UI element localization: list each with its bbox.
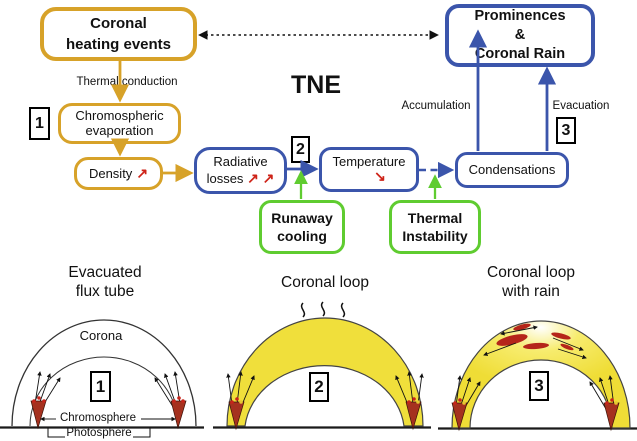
rain-fall-arrows xyxy=(483,325,587,360)
radiative-losses-line2: losses ↗ ↗ xyxy=(206,169,275,186)
accumulation-label: Accumulation xyxy=(401,100,471,112)
thermal-instability-line1: Thermal xyxy=(407,209,463,226)
coronal-loop-rain-title: Coronal loop with rain xyxy=(487,264,575,301)
coronal-loop-title: Coronal loop xyxy=(281,274,369,291)
coronal-loop-illustration xyxy=(226,301,424,431)
illustration-3-badge: 3 xyxy=(529,371,549,401)
coronal-heating-line2: heating events xyxy=(65,36,172,53)
footpoints xyxy=(451,402,620,432)
illustration-2-badge: 2 xyxy=(309,372,329,402)
condensations-box: Condensations xyxy=(455,152,569,188)
trend-up-icon: ↗ ↗ xyxy=(247,169,275,186)
trend-up-icon: ↗ xyxy=(136,165,149,182)
tne-title: TNE xyxy=(291,71,341,99)
prominences-coronal-rain-box: Prominences & Coronal Rain xyxy=(445,4,595,67)
trend-down-icon: ↘ xyxy=(374,167,386,184)
thermal-conduction-label: Thermal conduction xyxy=(76,76,178,88)
evacuation-label: Evacuation xyxy=(552,100,610,112)
photosphere-label: Photosphere xyxy=(66,427,132,439)
chromospheric-evaporation-box: Chromospheric evaporation xyxy=(58,103,181,144)
flux-tube-title: Evacuated flux tube xyxy=(68,264,142,301)
corona-label: Corona xyxy=(79,328,123,343)
density-label: Density xyxy=(88,165,133,181)
prominences-line2: & xyxy=(514,27,526,44)
temperature-label: Temperature xyxy=(332,153,406,169)
prominences-line3: Coronal Rain xyxy=(474,45,566,62)
runaway-cooling-line2: cooling xyxy=(277,228,327,244)
radiative-losses-box: Radiative losses ↗ ↗ xyxy=(194,147,287,194)
coronal-rain-blobs xyxy=(496,323,574,351)
footpoints xyxy=(228,401,422,431)
coronal-heating-line1: Coronal xyxy=(90,15,147,32)
thermal-instability-box: Thermal Instability xyxy=(389,200,481,254)
chromospheric-evaporation-line2: evaporation xyxy=(85,122,154,138)
condensations-label: Condensations xyxy=(468,162,556,178)
step-3-badge: 3 xyxy=(556,117,576,144)
chromosphere-label: Chromosphere xyxy=(59,412,137,424)
temperature-box: Temperature ↘ xyxy=(319,147,419,192)
coronal-heating-events-box: Coronal heating events xyxy=(40,7,197,61)
radiative-losses-line1: Radiative xyxy=(213,153,268,169)
illustration-1-badge: 1 xyxy=(90,371,111,402)
step-2-badge: 2 xyxy=(291,136,310,163)
step-1-badge: 1 xyxy=(29,107,50,140)
thermal-instability-line2: Instability xyxy=(402,228,468,244)
chromospheric-evaporation-line1: Chromospheric xyxy=(75,107,164,123)
radiation-squiggle-icons xyxy=(300,301,346,318)
runaway-cooling-line1: Runaway xyxy=(271,209,333,226)
density-box: Density ↗ xyxy=(74,157,163,190)
runaway-cooling-box: Runaway cooling xyxy=(259,200,345,254)
prominences-line1: Prominences xyxy=(474,8,566,25)
